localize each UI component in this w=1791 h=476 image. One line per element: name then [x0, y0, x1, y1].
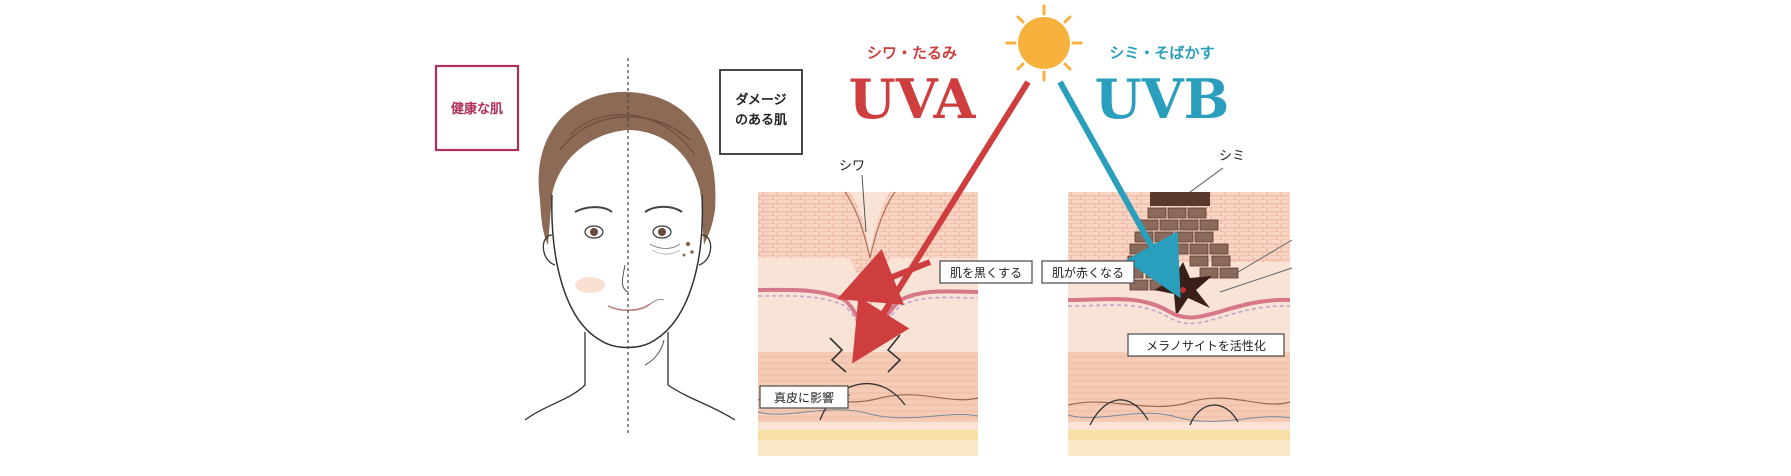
uva-wrinkle-label: シワ [839, 159, 865, 174]
pigment-spot [1150, 192, 1210, 206]
damaged-label-line1: ダメージ [735, 92, 786, 108]
face-outline [551, 194, 704, 349]
damaged-label-box [719, 69, 803, 155]
uvb-redden-label: 肌が赤くなる [1052, 265, 1124, 280]
uva-skin-section [757, 191, 979, 456]
uva-subtitle: シワ・たるみ [867, 44, 957, 62]
uvb-spot-label: シミ [1219, 149, 1245, 164]
healthy-label: 健康な肌 [451, 101, 503, 117]
damaged-label-line2: のある肌 [735, 113, 787, 128]
uva-arrow-branch [837, 249, 932, 305]
face-illustration [524, 58, 736, 436]
uva-dermis-label: 真皮に影響 [774, 390, 834, 405]
uva-title: UVA [849, 67, 977, 131]
uvb-melanocyte-label: メラノサイトを活性化 [1146, 339, 1266, 353]
uva-darken-label: 肌を黒くする [950, 266, 1022, 280]
uvb-skin-section [1067, 192, 1293, 456]
sun-icon [1005, 4, 1083, 82]
uvb-subtitle: シミ・そばかす [1109, 44, 1214, 62]
healthy-label-box [434, 64, 520, 152]
uvb-arrow [1057, 80, 1181, 299]
uvb-title: UVB [1095, 67, 1230, 131]
